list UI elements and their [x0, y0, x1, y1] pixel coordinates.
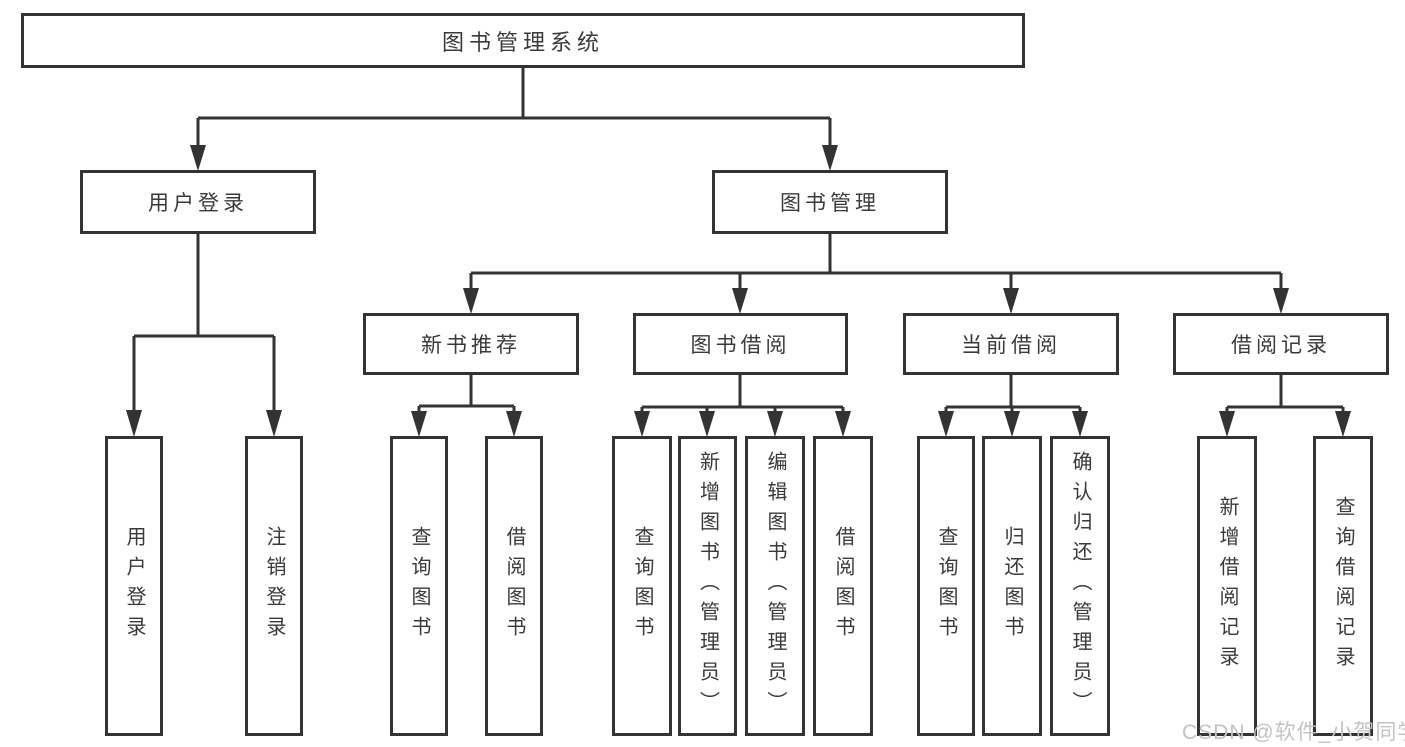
leaf-query-book-recommend: 查询图书 [390, 436, 448, 736]
csdn-watermark: CSDN @软件_小贺同学 [1182, 721, 1405, 744]
leaf-label: 查询图书 [631, 526, 653, 646]
leaf-label: 查询借阅记录 [1332, 496, 1354, 676]
leaf-borrow-book-recommend: 借阅图书 [485, 436, 543, 736]
node-new-book-recommendation: 新书推荐 [363, 313, 579, 375]
arrowheads [126, 145, 1351, 437]
leaf-label: 查询图书 [935, 526, 957, 646]
leaf-label: 归还图书 [1001, 526, 1023, 646]
leaf-return-book: 归还图书 [982, 436, 1042, 736]
leaf-user-login-action: 用户登录 [105, 436, 163, 736]
leaf-label: 借阅图书 [503, 526, 525, 646]
leaf-label: 确认归还（管理员） [1069, 451, 1091, 721]
node-current-borrowing: 当前借阅 [903, 313, 1119, 375]
leaf-edit-book-admin: 编辑图书（管理员） [745, 436, 805, 736]
leaf-label: 新增图书（管理员） [696, 451, 719, 721]
node-book-borrowing: 图书借阅 [633, 313, 848, 375]
node-user-login: 用户登录 [80, 170, 316, 234]
leaf-add-borrow-record: 新增借阅记录 [1197, 436, 1257, 736]
leaf-label: 编辑图书（管理员） [764, 451, 786, 721]
leaf-query-book-borrowing: 查询图书 [612, 436, 672, 736]
node-borrowing-records: 借阅记录 [1173, 313, 1389, 375]
leaf-label: 新增借阅记录 [1216, 496, 1238, 676]
leaf-add-book-admin: 新增图书（管理员） [678, 436, 737, 736]
leaf-label: 查询图书 [408, 526, 430, 646]
leaf-confirm-return-admin: 确认归还（管理员） [1050, 436, 1110, 736]
leaf-label: 借阅图书 [832, 526, 854, 646]
leaf-label: 用户登录 [123, 526, 145, 646]
leaf-logout-action: 注销登录 [245, 436, 303, 736]
leaf-query-borrow-record: 查询借阅记录 [1313, 436, 1373, 736]
leaf-borrow-book: 借阅图书 [813, 436, 873, 736]
node-book-management: 图书管理 [712, 170, 948, 234]
leaf-query-book-current: 查询图书 [917, 436, 975, 736]
leaf-label: 注销登录 [263, 526, 285, 646]
node-root: 图书管理系统 [21, 13, 1025, 68]
